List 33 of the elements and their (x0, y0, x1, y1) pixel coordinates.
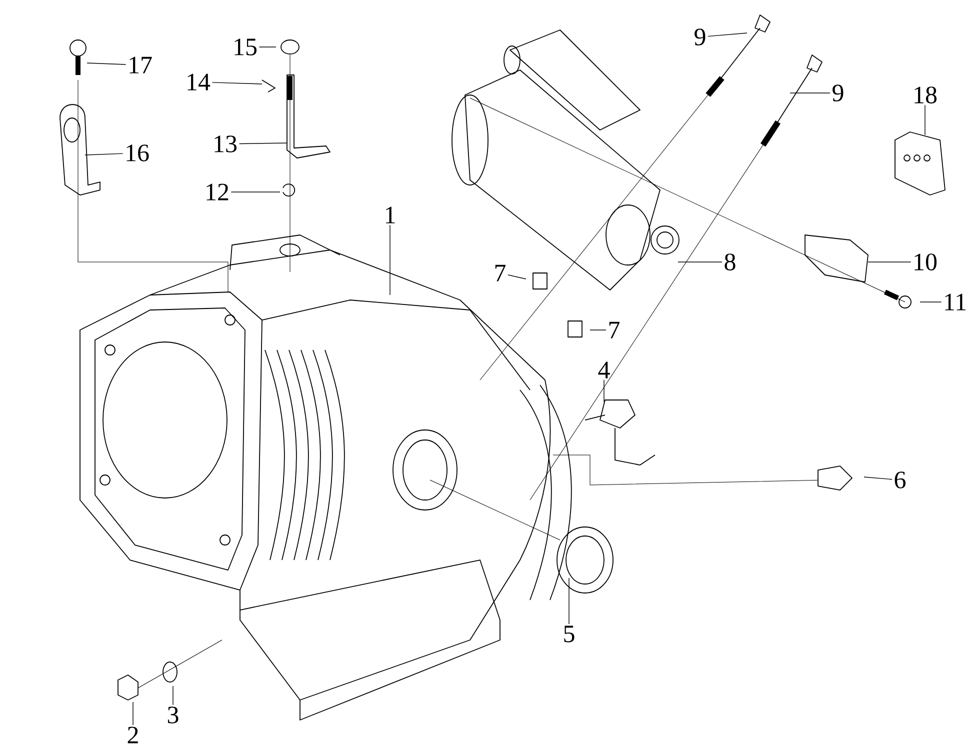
leader-line (172, 686, 174, 706)
leader-line (790, 92, 830, 94)
callout-number: 15 (234, 38, 257, 56)
callout-number: 11 (945, 294, 966, 310)
callout-number: 14 (188, 74, 210, 90)
callout-number: 8 (724, 254, 736, 270)
callout-number: 7 (609, 322, 620, 338)
leader-line (924, 104, 926, 136)
leader-line (84, 153, 124, 156)
leader-line (238, 142, 288, 144)
leader-line (86, 62, 126, 65)
leader-line (132, 702, 134, 726)
leader-line (508, 274, 526, 280)
callout-number: 5 (564, 626, 574, 642)
callout-number: 18 (914, 86, 937, 104)
leader-line (864, 476, 892, 480)
callout-number: 17 (130, 56, 152, 74)
callout-number: 10 (914, 254, 937, 270)
callout-number: 16 (126, 144, 149, 162)
callout-number: 4 (598, 362, 610, 378)
callout-number: 3 (168, 706, 178, 724)
callout-number: 2 (128, 726, 138, 744)
callout-number: 9 (832, 84, 844, 102)
leader-line (258, 46, 276, 48)
callout-number: 7 (495, 264, 506, 282)
callout-number: 9 (694, 28, 706, 46)
leader-line (708, 32, 748, 37)
callout-number: 12 (206, 184, 228, 200)
callout-number: 13 (214, 136, 237, 152)
callout-number: 1 (386, 206, 395, 224)
callout-number: 6 (894, 472, 906, 488)
leader-line (568, 578, 570, 624)
leader-line (212, 82, 262, 84)
